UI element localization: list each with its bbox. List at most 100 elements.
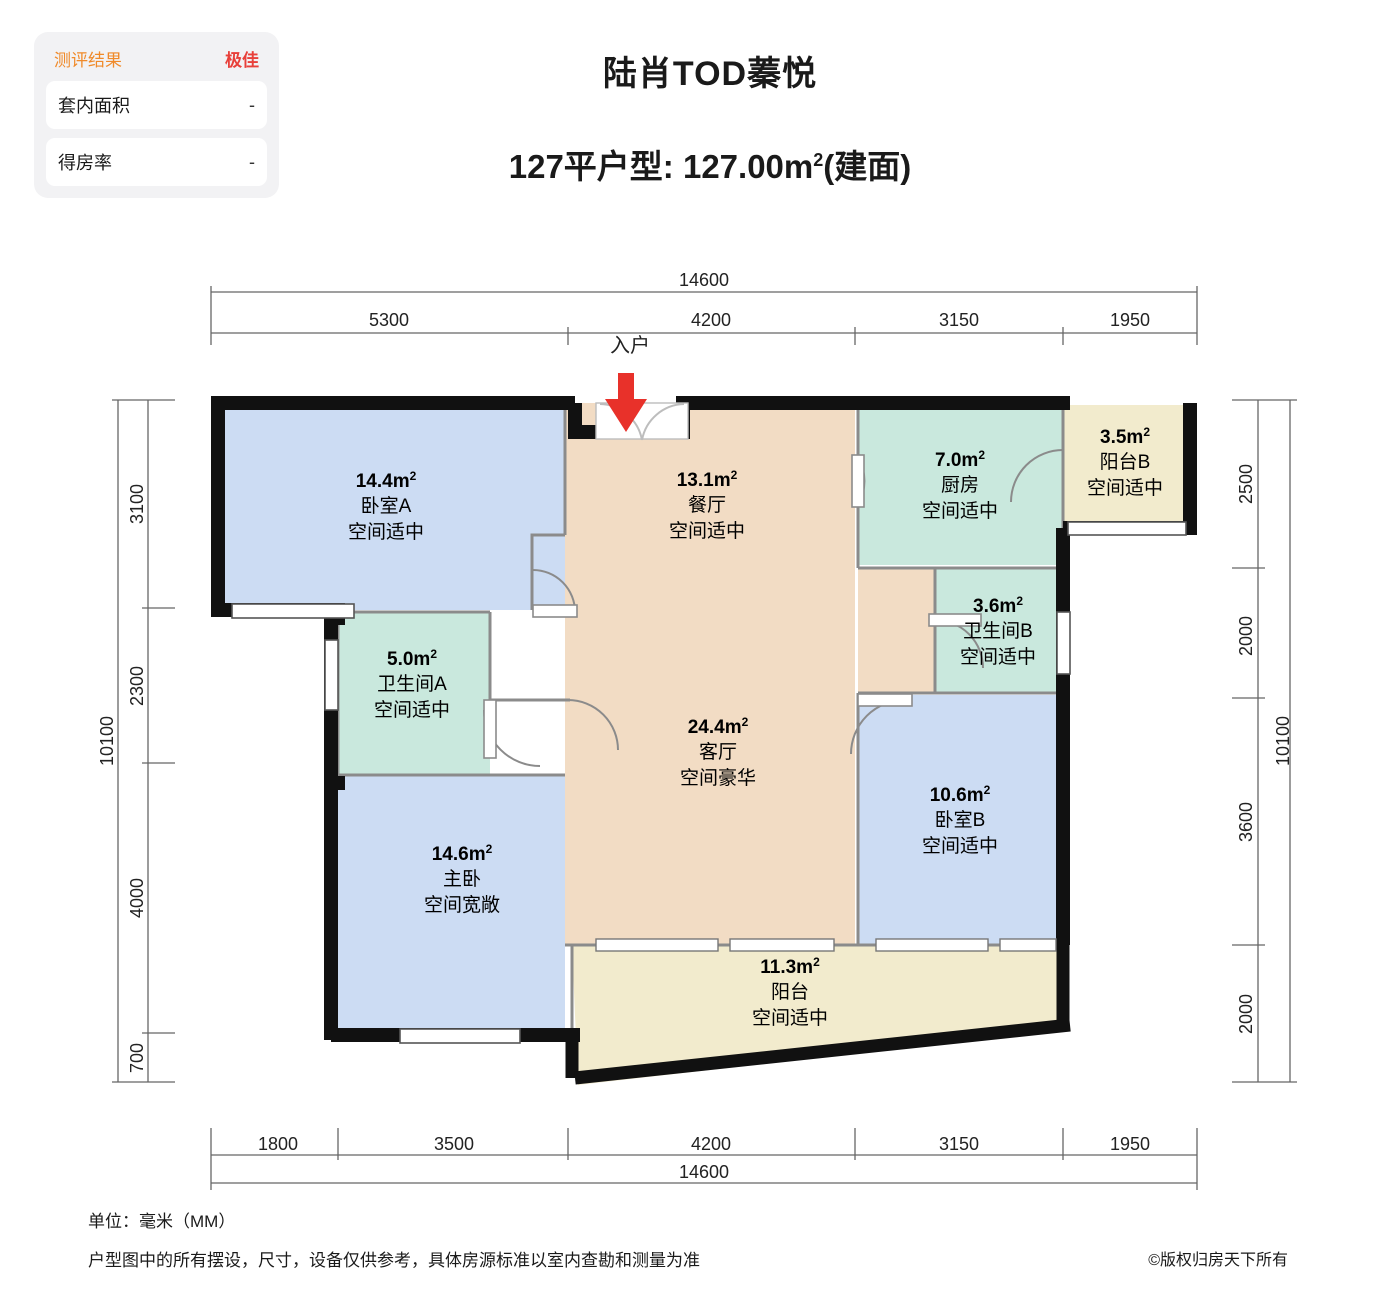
unit-note: 单位：毫米（MM） bbox=[88, 1212, 236, 1231]
dim-bottom-seg-4: 3150 bbox=[939, 1134, 979, 1154]
dimension-left-labels: 10100 3100 2300 4000 700 bbox=[97, 484, 147, 1073]
room-label-balcony: 11.3m2 阳台 空间适中 bbox=[752, 955, 828, 1029]
window-master-bedroom bbox=[399, 1028, 521, 1044]
entry-label: 入户 bbox=[610, 334, 650, 357]
dimension-left bbox=[112, 399, 175, 1083]
room-label-kitchen: 7.0m2 厨房 空间适中 bbox=[922, 448, 998, 522]
dim-top-seg-1: 5300 bbox=[369, 310, 409, 330]
dim-top-seg-4: 1950 bbox=[1110, 310, 1150, 330]
plan-title-suffix: (建面) bbox=[823, 148, 912, 185]
room-fill-bedroom-a bbox=[218, 403, 565, 610]
dim-bottom-seg-2: 3500 bbox=[434, 1134, 474, 1154]
metric-label-usable-rate: 得房率 bbox=[58, 153, 112, 173]
room-rating-balcony-b: 空间适中 bbox=[1087, 477, 1163, 499]
door-swing-master-bedroom bbox=[567, 699, 619, 751]
metric-value-usable-rate: - bbox=[249, 151, 255, 172]
room-labels: 14.4m2 卧室A 空间适中 13.1m2 餐厅 空间适中 7.0m2 厨房 … bbox=[348, 425, 1163, 1029]
sliding-door-bedroom-b-2 bbox=[999, 938, 1057, 952]
dim-right-seg-1: 2500 bbox=[1236, 464, 1256, 504]
project-title: 陆肖TOD蓁悦 bbox=[602, 55, 818, 93]
room-area-bedroom-a: 14.4m2 bbox=[356, 469, 417, 492]
dimension-top bbox=[210, 286, 1198, 345]
dim-right-total: 10100 bbox=[1273, 716, 1293, 766]
room-name-kitchen: 厨房 bbox=[941, 474, 979, 496]
evaluation-grade: 极佳 bbox=[225, 51, 259, 70]
metric-row-inner-area: 套内面积 - bbox=[46, 81, 267, 129]
dim-right-seg-4: 2000 bbox=[1236, 994, 1256, 1034]
room-name-bathroom-b: 卫生间B bbox=[963, 620, 1033, 642]
copyright-note: ©版权归房天下所有 bbox=[1148, 1252, 1288, 1269]
window-balcony-b bbox=[1067, 521, 1187, 536]
room-name-bedroom-b: 卧室B bbox=[935, 809, 986, 831]
room-area-bathroom-a: 5.0m2 bbox=[387, 647, 437, 670]
dim-bottom-seg-1: 1800 bbox=[258, 1134, 298, 1154]
sliding-door-living-2 bbox=[729, 938, 835, 952]
dim-top-seg-3: 3150 bbox=[939, 310, 979, 330]
room-rating-bedroom-b: 空间适中 bbox=[922, 835, 998, 857]
room-fill-bathroom-b bbox=[935, 568, 1063, 693]
dim-bottom-total: 14600 bbox=[679, 1162, 729, 1182]
sliding-door-living bbox=[595, 938, 719, 952]
dim-left-seg-2: 2300 bbox=[127, 666, 147, 706]
dim-right-seg-3: 3600 bbox=[1236, 802, 1256, 842]
dimension-right-labels: 10100 2500 2000 3600 2000 bbox=[1236, 464, 1293, 1034]
metric-value-inner-area: - bbox=[249, 94, 255, 115]
room-area-bathroom-b: 3.6m2 bbox=[973, 594, 1023, 617]
room-rating-bathroom-b: 空间适中 bbox=[960, 646, 1036, 668]
room-name-dining: 餐厅 bbox=[688, 494, 726, 516]
plan-title-superscript: 2 bbox=[813, 150, 824, 170]
room-label-living: 24.4m2 客厅 空间豪华 bbox=[680, 715, 756, 789]
room-area-dining: 13.1m2 bbox=[677, 468, 738, 491]
dim-right-seg-2: 2000 bbox=[1236, 616, 1256, 656]
dim-top-seg-2: 4200 bbox=[691, 310, 731, 330]
dim-left-seg-4: 700 bbox=[127, 1043, 147, 1073]
dim-left-seg-3: 4000 bbox=[127, 878, 147, 918]
room-area-balcony: 11.3m2 bbox=[760, 955, 820, 978]
room-label-balcony-b: 3.5m2 阳台B 空间适中 bbox=[1087, 425, 1163, 499]
room-fill-bedroom-b bbox=[858, 695, 1063, 945]
room-rating-kitchen: 空间适中 bbox=[922, 500, 998, 522]
room-fill-balcony bbox=[572, 945, 1063, 1085]
room-name-bedroom-a: 卧室A bbox=[361, 495, 412, 517]
room-fill-bathroom-a bbox=[338, 612, 490, 775]
metric-row-usable-rate: 得房率 - bbox=[46, 138, 267, 186]
room-label-bathroom-b: 3.6m2 卫生间B 空间适中 bbox=[960, 594, 1036, 668]
room-label-master-bedroom: 14.6m2 主卧 空间宽敞 bbox=[424, 842, 500, 916]
room-area-kitchen: 7.0m2 bbox=[935, 448, 985, 471]
entry-arrow-icon bbox=[605, 373, 647, 432]
room-area-bedroom-b: 10.6m2 bbox=[930, 783, 991, 806]
metric-label-inner-area: 套内面积 bbox=[58, 96, 130, 116]
dim-top-total: 14600 bbox=[679, 270, 729, 290]
room-label-bedroom-a: 14.4m2 卧室A 空间适中 bbox=[348, 469, 424, 543]
room-label-dining: 13.1m2 餐厅 空间适中 bbox=[669, 468, 745, 542]
windows bbox=[231, 521, 1187, 1044]
evaluation-header: 测评结果 极佳 bbox=[46, 42, 267, 81]
room-name-master-bedroom: 主卧 bbox=[443, 868, 481, 890]
door-swing-balcony-b bbox=[1010, 449, 1064, 503]
room-label-bathroom-a: 5.0m2 卫生间A 空间适中 bbox=[374, 647, 450, 721]
room-rating-balcony: 空间适中 bbox=[752, 1007, 828, 1029]
room-label-bedroom-b: 10.6m2 卧室B 空间适中 bbox=[922, 783, 998, 857]
plan-title-prefix: 127平户型: 127.00m bbox=[508, 148, 814, 185]
room-rating-living: 空间豪华 bbox=[680, 767, 756, 789]
evaluation-title: 测评结果 bbox=[54, 51, 122, 70]
room-fill-master-bedroom bbox=[338, 776, 565, 1035]
room-name-balcony-b: 阳台B bbox=[1100, 451, 1151, 473]
dimension-top-labels: 14600 5300 4200 3150 1950 入户 bbox=[369, 270, 1150, 357]
room-fill-living bbox=[565, 600, 855, 945]
room-fill-balcony-b bbox=[1063, 405, 1190, 528]
room-area-master-bedroom: 14.6m2 bbox=[432, 842, 493, 865]
room-name-living: 客厅 bbox=[699, 741, 737, 763]
window-bathroom-a bbox=[324, 639, 339, 711]
entry-door bbox=[595, 373, 689, 441]
room-name-balcony: 阳台 bbox=[771, 981, 809, 1003]
dim-left-seg-1: 3100 bbox=[127, 484, 147, 524]
room-fill-kitchen bbox=[858, 405, 1063, 565]
sliding-door-bedroom-b bbox=[875, 938, 989, 952]
dim-left-total: 10100 bbox=[97, 716, 117, 766]
window-bathroom-b bbox=[1056, 611, 1071, 675]
door-swings bbox=[483, 449, 1064, 767]
room-area-living: 24.4m2 bbox=[688, 715, 749, 738]
room-rating-dining: 空间适中 bbox=[669, 520, 745, 542]
